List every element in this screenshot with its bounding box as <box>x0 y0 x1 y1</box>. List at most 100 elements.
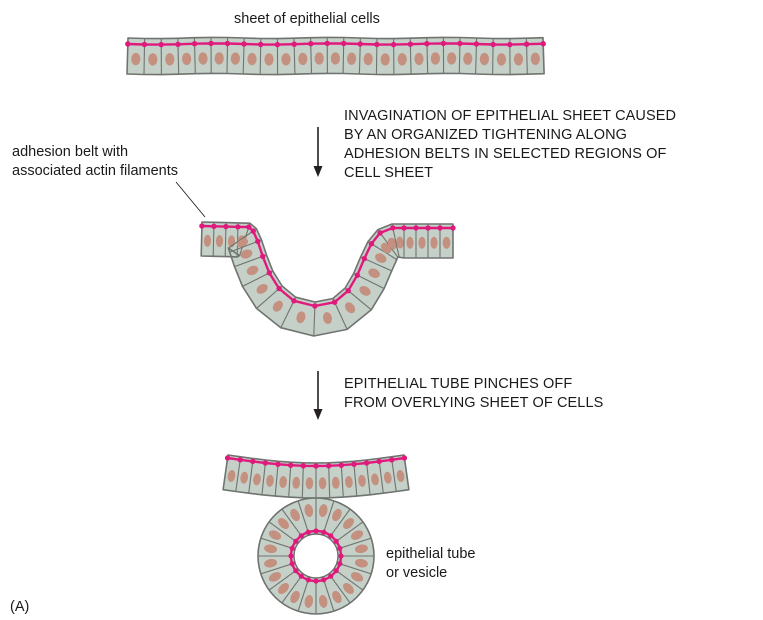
adhesion-junction <box>326 463 331 468</box>
adhesion-junction <box>267 270 272 275</box>
flat-epithelial-sheet <box>125 37 546 74</box>
nucleus <box>497 53 506 65</box>
adhesion-junction <box>255 239 260 244</box>
nucleus <box>264 53 273 65</box>
adhesion-junction <box>288 463 293 468</box>
adhesion-belt <box>128 43 543 44</box>
adhesion-junction <box>299 533 304 538</box>
adhesion-junction <box>211 224 216 229</box>
adhesion-junction <box>377 230 382 235</box>
adhesion-junction <box>401 225 406 230</box>
adhesion-junction <box>337 546 342 551</box>
adhesion-junction <box>299 574 304 579</box>
arrow-step2-head <box>314 409 323 420</box>
adhesion-junction <box>306 530 311 535</box>
adhesion-junction <box>364 460 369 465</box>
adhesion-junction <box>524 42 529 47</box>
adhesion-junction <box>351 462 356 467</box>
adhesion-junction <box>374 42 379 47</box>
adhesion-junction <box>312 303 317 308</box>
adhesion-junction <box>391 42 396 47</box>
adhesion-junction <box>291 298 296 303</box>
adhesion-junction <box>355 273 360 278</box>
adhesion-junction <box>208 41 213 46</box>
adhesion-junction <box>507 42 512 47</box>
adhesion-junction <box>199 223 204 228</box>
adhesion-junction <box>328 533 333 538</box>
adhesion-junction <box>325 41 330 46</box>
adhesion-junction <box>313 528 318 533</box>
adhesion-junction <box>490 42 495 47</box>
nucleus <box>381 53 390 65</box>
adhesion-junction <box>313 463 318 468</box>
adhesion-junction <box>425 225 430 230</box>
nucleus <box>447 52 456 64</box>
adhesion-junction <box>341 41 346 46</box>
adhesion-junction <box>292 42 297 47</box>
adhesion-junction <box>362 256 367 261</box>
adhesion-junction <box>238 457 243 462</box>
nucleus <box>418 237 425 249</box>
adhesion-junction <box>290 561 295 566</box>
adhesion-junction <box>369 241 374 246</box>
adhesion-junction <box>306 577 311 582</box>
adhesion-junction <box>321 530 326 535</box>
adhesion-junction <box>225 41 230 46</box>
adhesion-junction <box>223 224 228 229</box>
adhesion-junction <box>474 41 479 46</box>
adhesion-junction <box>337 561 342 566</box>
adhesion-junction <box>328 574 333 579</box>
adhesion-junction <box>389 457 394 462</box>
nucleus <box>406 237 413 249</box>
adhesion-junction <box>288 553 293 558</box>
epithelial-tube-cross-section <box>258 498 374 614</box>
adhesion-junction <box>251 228 256 233</box>
adhesion-junction <box>159 42 164 47</box>
arrow-step1-head <box>314 166 323 177</box>
adhesion-junction <box>241 41 246 46</box>
adhesion-junction <box>313 578 318 583</box>
adhesion-junction <box>263 460 268 465</box>
adhesion-junction <box>457 41 462 46</box>
adhesion-junction <box>408 42 413 47</box>
adhesion-junction <box>334 539 339 544</box>
adhesion-junction <box>192 41 197 46</box>
adhesion-junction <box>334 568 339 573</box>
adhesion-junction <box>258 42 263 47</box>
tube-lumen <box>294 534 338 578</box>
adhesion-junction <box>125 41 130 46</box>
adhesion-junction <box>332 300 337 305</box>
nucleus <box>331 52 340 64</box>
adhesion-junction <box>293 539 298 544</box>
adhesion-junction <box>437 225 442 230</box>
adhesion-junction <box>441 41 446 46</box>
invaginating-sheet <box>199 222 456 336</box>
adhesion-junction <box>275 42 280 47</box>
adhesion-junction <box>424 41 429 46</box>
nucleus <box>443 237 451 249</box>
nucleus <box>430 237 437 249</box>
adhesion-junction <box>235 224 240 229</box>
adhesion-junction <box>339 463 344 468</box>
adhesion-junction <box>260 254 265 259</box>
adhesion-junction <box>541 41 546 46</box>
adhesion-junction <box>301 463 306 468</box>
adhesion-junction <box>377 459 382 464</box>
adhesion-junction <box>450 225 455 230</box>
adhesion-junction <box>308 41 313 46</box>
nucleus <box>148 53 157 65</box>
overlying-sheet-after-pinch <box>223 455 409 498</box>
adhesion-junction <box>275 462 280 467</box>
adhesion-junction <box>276 286 281 291</box>
adhesion-junction <box>402 455 407 460</box>
adhesion-junction <box>413 225 418 230</box>
adhesion-junction <box>290 546 295 551</box>
nucleus <box>215 52 224 64</box>
adhesion-junction <box>250 459 255 464</box>
adhesion-junction <box>321 577 326 582</box>
adhesion-junction <box>346 288 351 293</box>
adhesion-junction <box>246 224 251 229</box>
adhesion-junction <box>390 225 395 230</box>
adhesion-junction <box>293 568 298 573</box>
